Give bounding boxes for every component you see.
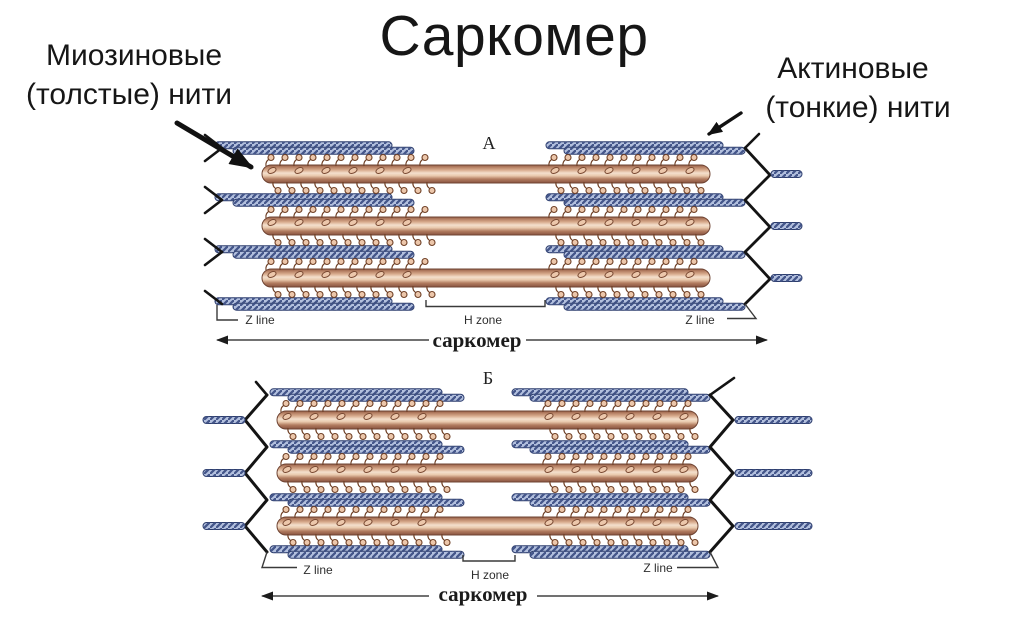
actin-pointer-arrow: [707, 111, 743, 136]
sarcomere-label-a: саркомер: [433, 328, 522, 352]
z-line-left-label-a: Z line: [245, 313, 275, 327]
myosin-label-line2: (толстые) нити: [26, 78, 232, 111]
h-zone-label-b: H zone: [471, 568, 509, 582]
z-line-bracket-left-a: [216, 305, 238, 321]
actin-label-line2: (тонкие) нити: [765, 91, 950, 124]
h-zone-bracket-a: [425, 300, 546, 308]
z-line-bracket-right-a: [727, 303, 758, 320]
z-line-bracket-right-b: [677, 551, 720, 569]
sarcomere-label-b: саркомер: [439, 582, 528, 606]
diagram-b-letter: Б: [483, 368, 493, 388]
diagram-a-letter: А: [483, 133, 496, 153]
h-zone-label-a: H zone: [464, 313, 502, 327]
z-line-bracket-left-b: [261, 551, 297, 569]
z-line-right-label-a: Z line: [685, 313, 715, 327]
myosin-label-line1: Миозиновые: [46, 39, 222, 72]
myosin-pointer-arrow: [174, 120, 254, 170]
actin-label-line1: Актиновые: [777, 52, 928, 85]
page-title: Саркомер: [379, 4, 648, 68]
z-line-left-label-b: Z line: [303, 563, 333, 577]
diagram-a: А Z line H zone Z line саркомер: [203, 132, 803, 352]
diagram-a-filaments: [203, 132, 803, 311]
h-zone-bracket-b: [462, 555, 516, 562]
z-line-right-label-b: Z line: [643, 561, 673, 575]
diagram-b-filaments: [202, 376, 813, 559]
diagram-b: Б Z line H zone Z line саркомер: [202, 368, 813, 606]
